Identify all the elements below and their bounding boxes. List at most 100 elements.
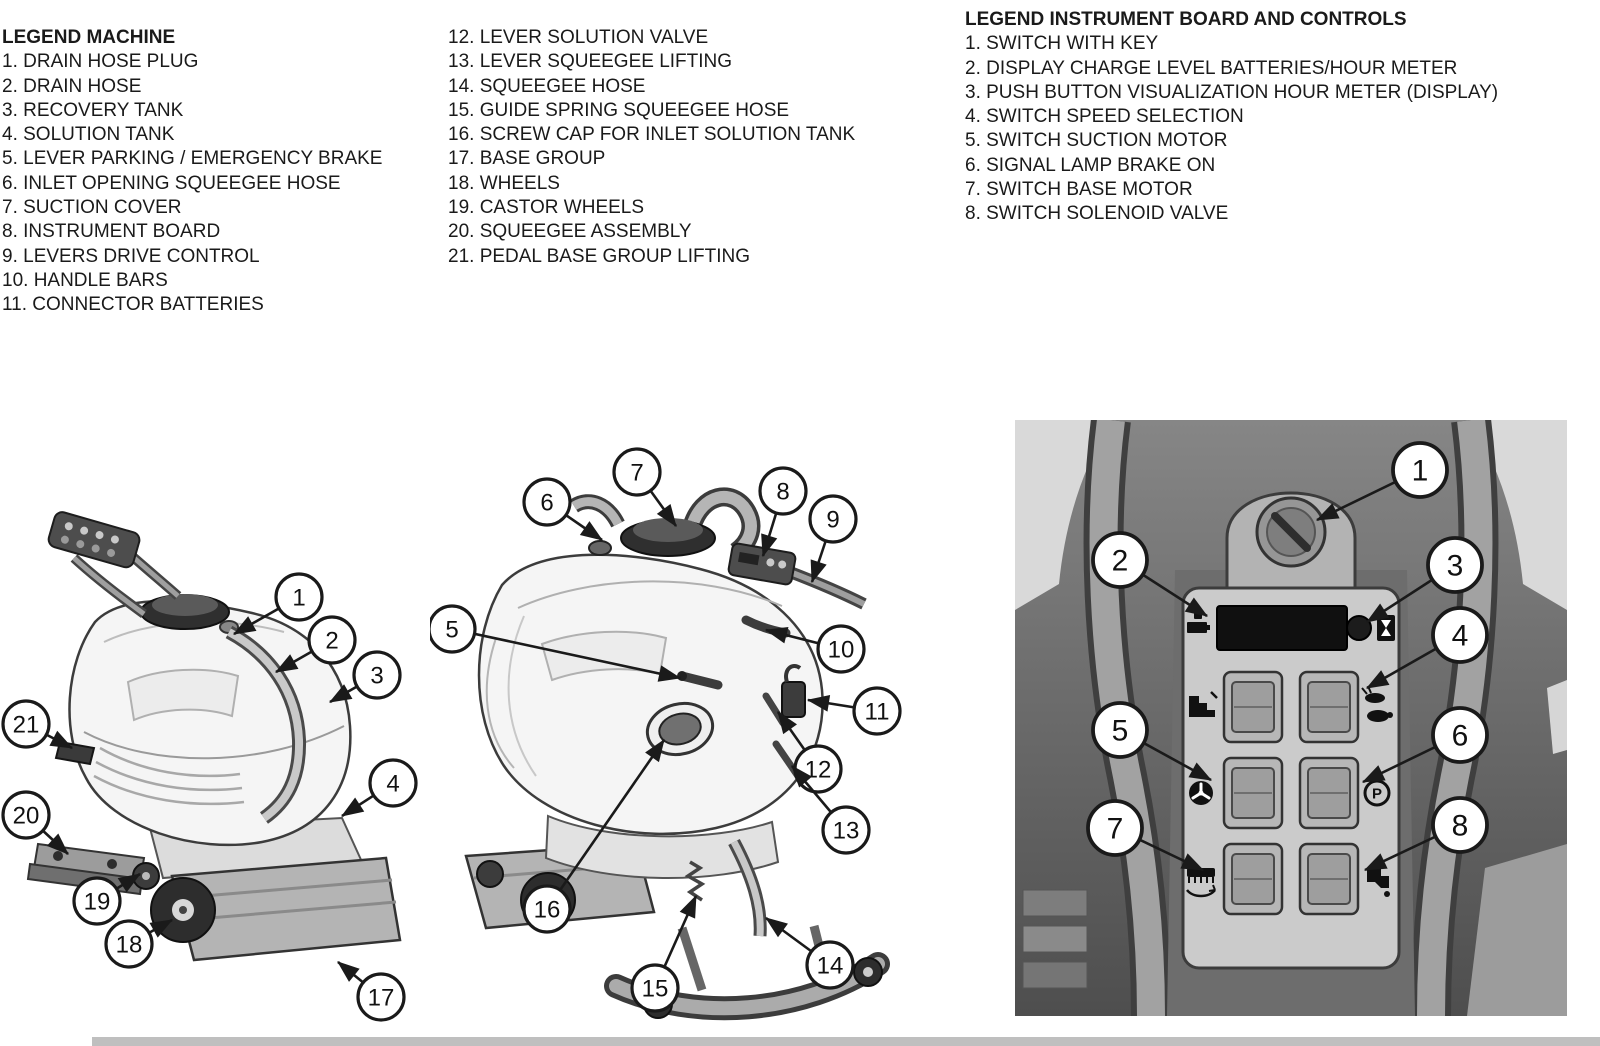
solenoid-valve-icon [1367,868,1390,897]
legend-item: 12. LEVER SOLUTION VALVE [448,27,709,48]
battery-connector [781,663,806,718]
legend-item: 2. DISPLAY CHARGE LEVEL BATTERIES/HOUR M… [965,57,1458,79]
rocker-switch-speed [1222,670,1284,744]
legend-item: 19. CASTOR WHEELS [448,197,645,219]
legend-item: 1. SWITCH WITH KEY [965,33,1159,55]
svg-text:11: 11 [865,698,890,725]
svg-text:12: 12 [805,756,832,783]
callout-3: 3 [1366,536,1484,624]
callout-17: 17 [337,960,406,1022]
svg-text:20: 20 [13,802,40,829]
callout-2: 2 [1091,531,1208,618]
callout-4: 4 [1365,606,1489,690]
callout-3: 3 [328,650,402,704]
tank-body [477,553,824,836]
screw-cap [645,701,715,757]
key-switch [1255,496,1327,568]
svg-text:10: 10 [828,636,855,663]
callout-18: 18 [104,918,174,969]
legend-item: 8. SWITCH SOLENOID VALVE [965,203,1229,225]
svg-text:2: 2 [325,627,338,654]
callout-5: 5 [430,604,682,682]
legend-item: 6. SIGNAL LAMP BRAKE ON [965,154,1216,176]
svg-text:6: 6 [1452,720,1469,753]
callout-14: 14 [765,916,855,990]
legend-item: 9. LEVERS DRIVE CONTROL [2,245,260,267]
callout-21: 21 [1,699,74,750]
callout-6: 6 [1361,706,1489,784]
callout-11: 11 [806,686,902,736]
svg-text:P: P [1372,785,1382,802]
rocker-switch [1298,756,1360,830]
callout-5: 5 [1091,701,1213,782]
page-edge-strip [92,1037,1600,1046]
callout-7: 7 [1086,799,1205,872]
legend-machine-column-1: LEGEND MACHINE 1. DRAIN HOSE PLUG 2. DRA… [2,26,382,318]
legend-item: 21. PEDAL BASE GROUP LIFTING [448,245,750,267]
callout-1: 1 [232,572,324,636]
chassis-skirt [544,814,780,879]
svg-text:1: 1 [292,584,305,611]
suction-motor-icon [1189,781,1213,805]
suction-cover [570,487,761,560]
svg-text:18: 18 [116,931,143,958]
instrument-board-small [727,542,797,586]
legend-item: 4. SOLUTION TANK [2,124,175,146]
legend-item: 11. CONNECTOR BATTERIES [2,294,264,316]
legend-item: 3. PUSH BUTTON VISUALIZATION HOUR METER … [965,81,1499,103]
legend-item: 10. HANDLE BARS [2,269,168,291]
rocker-switch-base-motor [1222,842,1284,916]
svg-text:7: 7 [630,459,643,486]
legend-item: 2. DRAIN HOSE [2,75,142,97]
svg-text:3: 3 [1447,550,1464,583]
callout-2: 2 [274,615,357,674]
callout-19: 19 [72,872,141,926]
legend-item: 5. LEVER PARKING / EMERGENCY BRAKE [2,148,383,170]
legend-machine-title: LEGEND MACHINE [2,27,176,48]
control-head [47,511,141,569]
machine-front-drawing [464,487,890,1021]
svg-text:2: 2 [1112,545,1129,578]
svg-text:1: 1 [1412,455,1429,488]
legend-item: 13. LEVER SQUEEGEE LIFTING [448,51,733,73]
figure-machine-rear: 1 2 3 4 17 18 19 [1,511,418,1022]
callout-7: 7 [612,447,678,527]
legend-machine-column-2: 12. LEVER SOLUTION VALVE 13. LEVER SQUEE… [448,26,855,269]
svg-text:7: 7 [1107,813,1124,846]
svg-text:15: 15 [642,975,669,1002]
svg-text:6: 6 [540,489,553,516]
legend-item: 5. SWITCH SUCTION MOTOR [965,130,1228,152]
svg-text:4: 4 [386,770,399,797]
rocker-switch-solenoid [1298,842,1360,916]
callout-9: 9 [808,494,858,584]
svg-text:21: 21 [13,711,40,738]
wheel [150,877,216,943]
svg-text:8: 8 [776,478,789,505]
callout-6: 6 [522,477,603,542]
legend-controls-title: LEGEND INSTRUMENT BOARD AND CONTROLS [965,9,1407,30]
instrument-panel-photo: P [1015,420,1567,1016]
charge-display [1216,605,1348,651]
legend-item: 7. SUCTION COVER [2,197,182,219]
svg-text:5: 5 [445,616,458,643]
speed-selection-icon [1361,685,1393,722]
svg-text:3: 3 [370,662,383,689]
handle-tube-left [1083,420,1171,1016]
svg-text:19: 19 [84,888,111,915]
figure-instrument-panel: P 1 2 3 [1015,420,1567,1016]
callout-8: 8 [1363,796,1489,872]
legend-item: 7. SWITCH BASE MOTOR [965,179,1193,201]
drain-hose [225,625,307,824]
svg-text:17: 17 [368,984,395,1011]
callout-20: 20 [1,790,69,855]
legend-item: 16. SCREW CAP FOR INLET SOLUTION TANK [448,124,856,146]
svg-text:14: 14 [817,952,844,979]
svg-text:4: 4 [1452,620,1469,653]
callout-16: 16 [522,739,666,934]
legend-item: 6. INLET OPENING SQUEEGEE HOSE [2,172,341,194]
legend-item: 20. SQUEEGEE ASSEMBLY [448,221,692,243]
callout-13: 13 [791,765,871,855]
base-lowering-icon [1189,691,1218,717]
legend-item: 8. INSTRUMENT BOARD [2,221,221,243]
rocker-switch [1298,670,1360,744]
